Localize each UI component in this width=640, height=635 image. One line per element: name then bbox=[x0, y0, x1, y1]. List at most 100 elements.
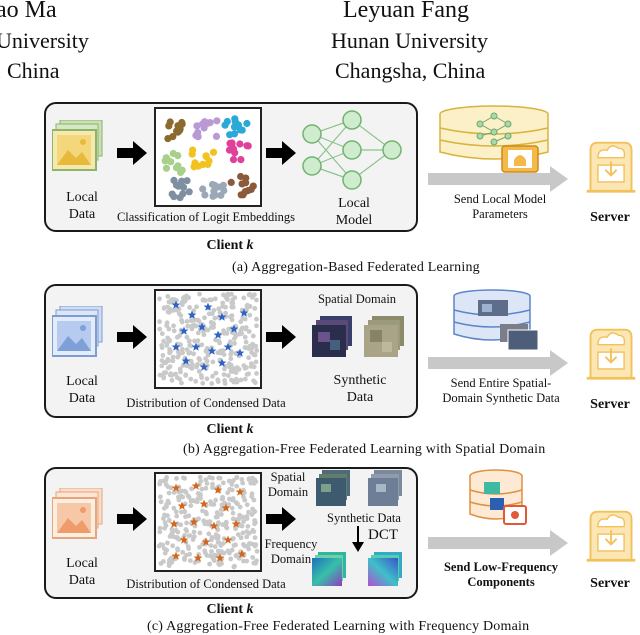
data-point bbox=[249, 294, 255, 300]
data-point bbox=[166, 563, 172, 569]
data-point bbox=[210, 475, 215, 481]
local-data-label-b: Local Data bbox=[66, 374, 98, 406]
data-point bbox=[242, 376, 248, 382]
send-arrow-a bbox=[428, 166, 568, 192]
data-point bbox=[159, 343, 165, 348]
data-point bbox=[210, 485, 215, 490]
data-point bbox=[254, 371, 259, 376]
embedding-point bbox=[238, 180, 246, 188]
data-point bbox=[231, 543, 237, 548]
server-icon bbox=[583, 318, 639, 390]
data-point bbox=[216, 540, 222, 545]
data-point bbox=[178, 313, 184, 318]
data-point bbox=[231, 536, 236, 541]
data-point bbox=[177, 333, 182, 339]
data-point bbox=[252, 306, 258, 311]
data-point bbox=[206, 531, 212, 537]
data-point bbox=[244, 534, 250, 540]
data-point bbox=[160, 353, 166, 358]
embedding-point bbox=[169, 133, 177, 141]
data-point bbox=[246, 476, 252, 481]
data-point bbox=[211, 307, 217, 313]
data-point bbox=[157, 296, 162, 302]
arrow-icon bbox=[266, 507, 296, 531]
data-point bbox=[181, 475, 186, 481]
embedding-point bbox=[189, 146, 197, 154]
data-point bbox=[244, 307, 249, 312]
embedding-point bbox=[236, 126, 244, 134]
data-point bbox=[175, 354, 181, 360]
data-point bbox=[243, 339, 249, 345]
star-icon bbox=[213, 330, 223, 339]
send-arrow-c bbox=[428, 530, 568, 556]
data-point bbox=[224, 331, 230, 336]
data-point bbox=[220, 541, 226, 546]
data-point bbox=[184, 295, 190, 301]
data-point bbox=[164, 343, 170, 348]
data-point bbox=[239, 477, 245, 482]
data-point bbox=[191, 498, 196, 504]
data-point bbox=[241, 494, 246, 500]
arrow-icon bbox=[117, 325, 147, 349]
data-point bbox=[236, 555, 242, 561]
embedding-point bbox=[178, 166, 186, 174]
data-point bbox=[196, 516, 201, 522]
embedding-point bbox=[172, 181, 181, 189]
data-point bbox=[176, 537, 182, 542]
data-point bbox=[158, 561, 164, 566]
embedding-point bbox=[162, 164, 171, 172]
send-arrow-b bbox=[428, 350, 568, 376]
embedding-point bbox=[237, 156, 245, 164]
data-point bbox=[254, 323, 259, 329]
data-point bbox=[188, 376, 194, 382]
data-point bbox=[243, 325, 249, 330]
data-point bbox=[164, 504, 169, 510]
data-point bbox=[213, 497, 218, 503]
data-point bbox=[217, 340, 222, 346]
author-1-location: , China bbox=[0, 58, 60, 83]
data-point bbox=[160, 542, 165, 548]
data-point bbox=[248, 364, 254, 369]
data-point bbox=[208, 543, 214, 548]
synthetic-data-label-b: Synthetic Data bbox=[333, 373, 387, 405]
data-point bbox=[234, 376, 239, 382]
data-point bbox=[174, 513, 180, 519]
data-point bbox=[210, 359, 216, 365]
data-point bbox=[170, 543, 176, 549]
data-point bbox=[241, 558, 246, 564]
data-point bbox=[241, 363, 247, 368]
data-point bbox=[222, 366, 227, 372]
data-point bbox=[253, 560, 258, 566]
data-point bbox=[253, 359, 259, 365]
data-point bbox=[184, 347, 190, 352]
data-point bbox=[165, 498, 171, 504]
data-point bbox=[184, 520, 189, 526]
data-point bbox=[166, 517, 172, 523]
frequency-database-icon bbox=[469, 469, 527, 525]
data-point bbox=[233, 333, 239, 339]
data-point bbox=[168, 308, 174, 314]
data-point bbox=[250, 555, 256, 560]
spatial-domain-label-c: Spatial Domain bbox=[267, 470, 309, 499]
server-label-b: Server bbox=[590, 397, 630, 412]
send-label-a: Send Local Model Parameters bbox=[453, 192, 547, 221]
data-point bbox=[171, 505, 177, 511]
data-point bbox=[171, 328, 177, 334]
data-point bbox=[236, 366, 242, 372]
data-point bbox=[177, 366, 183, 372]
data-point bbox=[165, 513, 170, 519]
data-point bbox=[157, 479, 163, 484]
data-point bbox=[246, 509, 251, 515]
data-point bbox=[173, 371, 178, 377]
author-2-affiliation: Hunan University bbox=[331, 28, 489, 53]
author-2-name: Leyuan Fang bbox=[343, 0, 469, 23]
data-point bbox=[232, 341, 237, 346]
data-point bbox=[208, 320, 214, 325]
data-point bbox=[179, 488, 185, 494]
data-point bbox=[179, 509, 184, 515]
data-point bbox=[165, 294, 171, 299]
data-point bbox=[216, 561, 221, 567]
data-point bbox=[254, 548, 260, 554]
data-point bbox=[229, 317, 235, 323]
data-point bbox=[220, 522, 226, 527]
